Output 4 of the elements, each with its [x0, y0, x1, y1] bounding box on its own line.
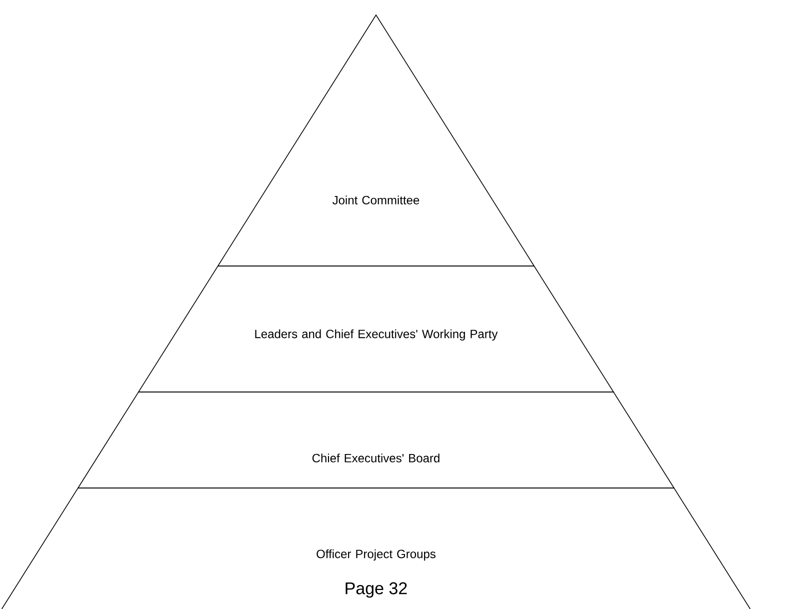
- pyramid-band: Chief Executives' Board: [77, 392, 675, 488]
- pyramid-band: Joint Committee: [217, 14, 535, 266]
- page-number: Page 32: [346, 582, 407, 598]
- pyramid-band: Leaders and Chief Executives' Working Party: [138, 266, 614, 392]
